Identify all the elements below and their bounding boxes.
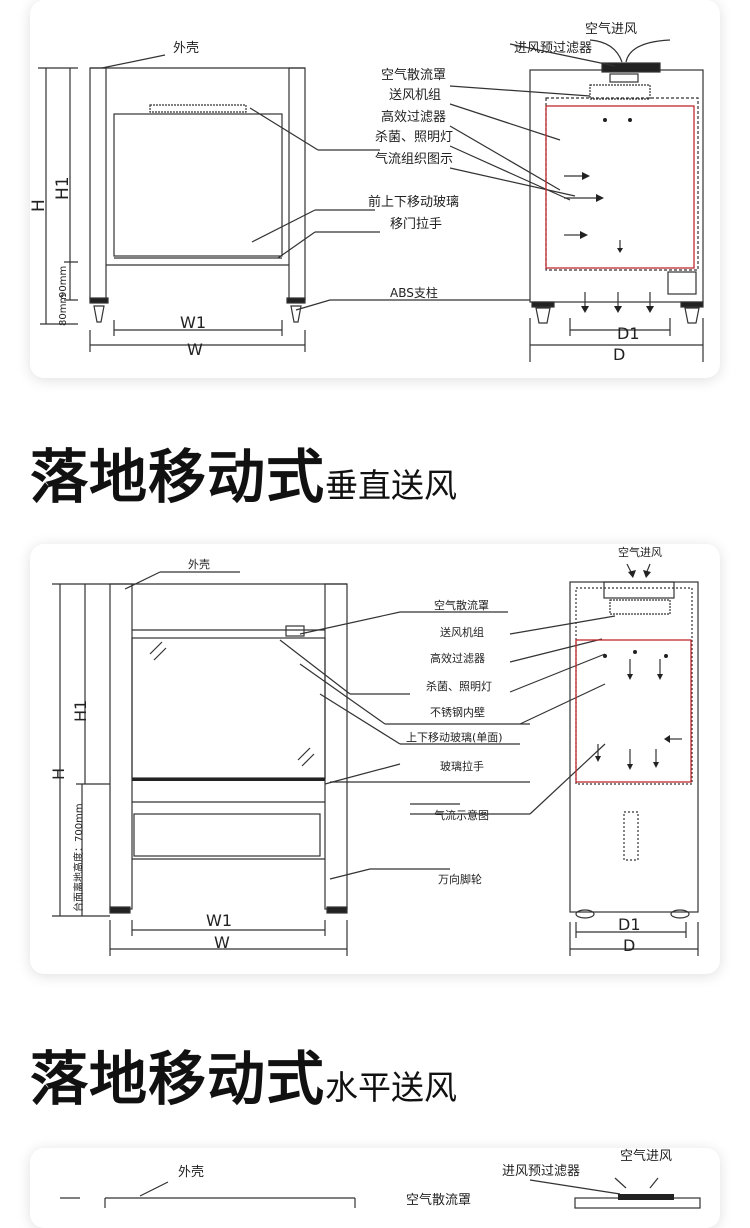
label-hepa: 高效过滤器 bbox=[430, 651, 485, 665]
label-d1: D1 bbox=[617, 324, 640, 343]
label-air-in: 空气进风 bbox=[585, 21, 637, 37]
label-d: D bbox=[623, 936, 635, 955]
diagram3-labels: 外壳 空气进风 进风预过滤器 空气散流罩 bbox=[178, 1148, 672, 1208]
horizontal-flow-diagram: 外壳 空气进风 进风预过滤器 空气散流罩 bbox=[60, 1148, 701, 1209]
label-fan-unit: 送风机组 bbox=[440, 625, 484, 639]
diagram-card-2: 外壳 空气进风 空气散流罩 送风机组 高效过滤器 杀菌、照明灯 不锈钢内壁 上下… bbox=[30, 544, 720, 974]
label-pre-filter: 进风预过滤器 bbox=[502, 1164, 580, 1179]
label-h-80: 80mm bbox=[58, 294, 69, 326]
label-pillar: ABS支柱 bbox=[390, 285, 438, 300]
label-d1: D1 bbox=[618, 915, 641, 934]
label-air-in: 空气进风 bbox=[618, 545, 662, 559]
heading-sub: 垂直送风 bbox=[325, 466, 458, 505]
vertical-flow-diagram-2: 外壳 空气进风 空气散流罩 送风机组 高效过滤器 杀菌、照明灯 不锈钢内壁 上下… bbox=[49, 545, 699, 956]
diagram2-labels: 外壳 空气进风 空气散流罩 送风机组 高效过滤器 杀菌、照明灯 不锈钢内壁 上下… bbox=[49, 545, 662, 955]
label-h: H bbox=[49, 768, 68, 780]
label-w1: W1 bbox=[180, 313, 206, 332]
label-w1: W1 bbox=[206, 911, 232, 930]
label-w: W bbox=[187, 340, 203, 359]
label-diffuser: 空气散流罩 bbox=[434, 598, 489, 612]
label-handle: 移门拉手 bbox=[390, 217, 442, 232]
label-d: D bbox=[613, 345, 625, 364]
label-w: W bbox=[214, 933, 230, 952]
label-h: H bbox=[30, 199, 49, 212]
label-pre-filter: 进风预过滤器 bbox=[514, 41, 592, 56]
heading-sub: 水平送风 bbox=[325, 1068, 458, 1107]
label-airflow: 气流组织图示 bbox=[375, 151, 453, 167]
heading-main: 落地移动式 bbox=[30, 443, 326, 511]
heading-main: 落地移动式 bbox=[30, 1045, 326, 1113]
section-heading-horizontal: 落地移动式水平送风 bbox=[30, 1032, 457, 1116]
label-caster: 万向脚轮 bbox=[438, 872, 482, 886]
label-glass: 前上下移动玻璃 bbox=[368, 194, 459, 210]
label-air-in: 空气进风 bbox=[620, 1148, 672, 1164]
label-h1: H1 bbox=[53, 176, 73, 200]
label-lamp: 杀菌、照明灯 bbox=[375, 130, 453, 145]
label-shell: 外壳 bbox=[178, 1165, 204, 1180]
diagram-card-3: 外壳 空气进风 进风预过滤器 空气散流罩 bbox=[30, 1148, 720, 1228]
diagram-card-1: 外壳 H H1 90mm 80mm W1 W 空气进风 进风预过滤器 空气散流罩… bbox=[30, 0, 720, 378]
label-shell: 外壳 bbox=[188, 557, 210, 571]
vertical-flow-diagram: 外壳 H H1 90mm 80mm W1 W 空气进风 进风预过滤器 空气散流罩… bbox=[30, 21, 704, 364]
label-lamp: 杀菌、照明灯 bbox=[426, 679, 492, 693]
label-diffuser: 空气散流罩 bbox=[406, 1192, 471, 1208]
label-diffuser: 空气散流罩 bbox=[381, 67, 446, 83]
section-heading-vertical: 落地移动式垂直送风 bbox=[30, 430, 457, 514]
label-handle: 玻璃拉手 bbox=[440, 759, 484, 773]
label-h1: H1 bbox=[71, 700, 90, 722]
label-fan-unit: 送风机组 bbox=[389, 88, 441, 103]
label-airflow: 气流示意图 bbox=[434, 808, 489, 822]
label-hepa: 高效过滤器 bbox=[381, 109, 446, 125]
label-shell: 外壳 bbox=[173, 41, 199, 56]
label-glass: 上下移动玻璃(单面) bbox=[406, 730, 503, 744]
label-inner-wall: 不锈钢内壁 bbox=[430, 705, 485, 719]
label-table-height: 台面离地高度：700mm bbox=[72, 803, 85, 912]
label-h-90: 90mm bbox=[58, 266, 69, 298]
diagram1-labels: 外壳 H H1 90mm 80mm W1 W 空气进风 进风预过滤器 空气散流罩… bbox=[30, 21, 640, 364]
